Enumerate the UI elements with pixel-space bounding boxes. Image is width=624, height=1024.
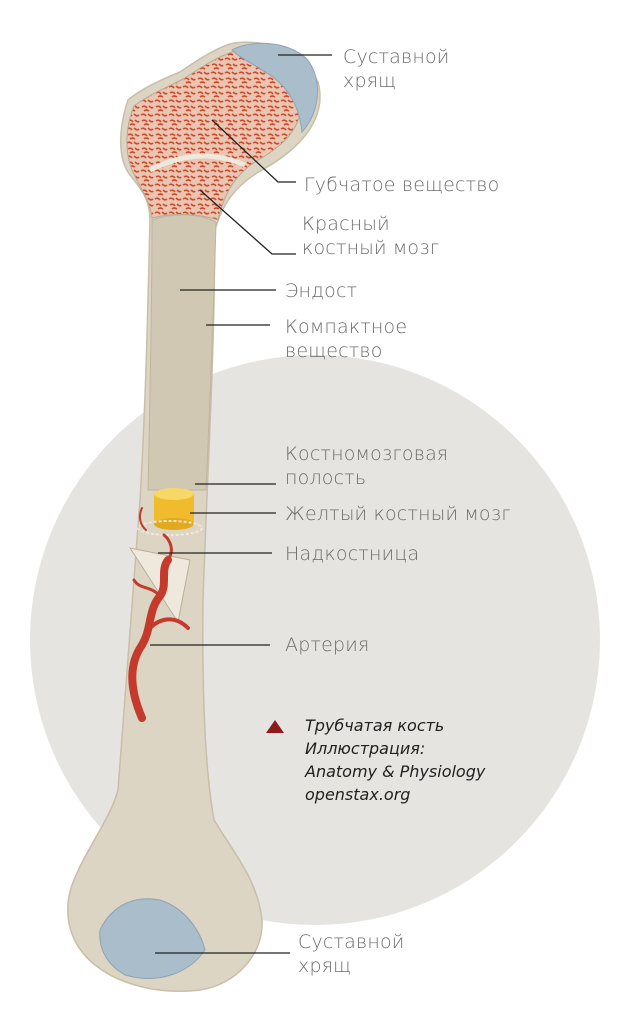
figure-caption: Трубчатая кость Иллюстрация: Anatomy & P… — [305, 714, 485, 806]
medullary-cavity — [147, 214, 217, 491]
caption-site: openstax.org — [305, 785, 411, 804]
label-articular-cartilage-top-line2: хрящ — [343, 70, 397, 92]
label-spongy-bone: Губчатое вещество — [304, 174, 500, 196]
label-artery: Артерия — [285, 634, 370, 656]
epiphyseal-line — [148, 153, 246, 173]
label-articular-cartilage-bottom-line1: Суставной — [298, 931, 405, 953]
label-articular-cartilage-bottom-line2: хрящ — [298, 955, 352, 977]
label-periosteum: Надкостница — [285, 543, 420, 565]
label-articular-cartilage-top-line1: Суставной — [343, 46, 450, 68]
label-compact-bone-line2: вещество — [285, 340, 383, 362]
label-red-marrow-line1: Красный — [302, 213, 390, 235]
artery — [128, 507, 190, 722]
articular-cartilage-bottom — [99, 898, 206, 979]
label-yellow-marrow: Желтый костный мозг — [285, 503, 511, 525]
articular-cartilage-top — [231, 42, 318, 134]
cut-ring — [137, 520, 203, 536]
caption-title: Трубчатая кость — [305, 716, 445, 735]
yellow-marrow-cylinder — [154, 488, 194, 530]
triangle-up-icon — [266, 720, 284, 733]
caption-source: Anatomy & Physiology — [305, 762, 486, 781]
label-compact-bone-line1: Компактное — [285, 316, 408, 338]
label-medullary-cavity: Костномозговая полость — [285, 442, 448, 490]
label-medullary-cavity-line1: Костномозговая — [285, 443, 449, 465]
leader-spongy — [211, 119, 296, 183]
leader-red-marrow — [199, 189, 296, 255]
label-articular-cartilage-bottom: Суставной хрящ — [298, 930, 405, 978]
label-endosteum: Эндост — [285, 280, 358, 302]
label-red-marrow: Красный костный мозг — [302, 212, 439, 260]
label-compact-bone: Компактное вещество — [285, 315, 407, 363]
label-red-marrow-line2: костный мозг — [302, 237, 440, 259]
label-articular-cartilage-top: Суставной хрящ — [343, 45, 450, 93]
leader-lines — [150, 54, 332, 954]
label-medullary-cavity-line2: полость — [285, 467, 367, 489]
caption-credit-label: Иллюстрация: — [305, 739, 426, 758]
